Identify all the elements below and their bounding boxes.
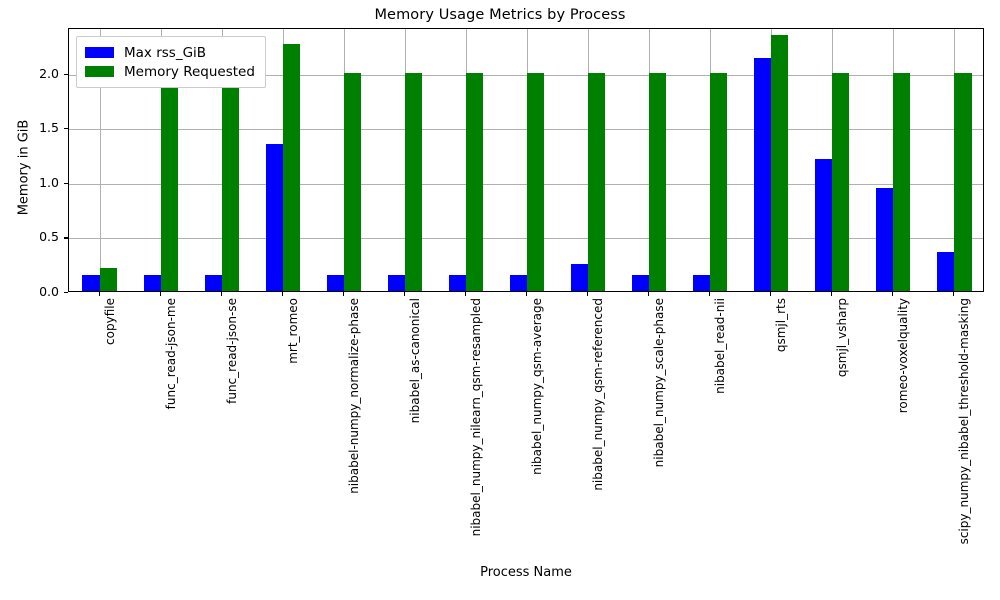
bar-memory-requested — [282, 44, 300, 291]
bar-max-rss — [204, 275, 222, 291]
x-tick-label: nibabel-numpy_normalize-phase — [346, 298, 361, 494]
gridline-horizontal — [69, 238, 983, 240]
bar-memory-requested — [221, 72, 239, 291]
bar-memory-requested — [954, 72, 972, 291]
x-tick-label: func_read-json-me — [163, 298, 178, 410]
bar-memory-requested — [771, 34, 789, 291]
gridline-horizontal — [69, 129, 983, 131]
y-tick-mark — [64, 182, 68, 184]
x-tick-label: nibabel_numpy_qsm-referenced — [591, 298, 606, 491]
bar-max-rss — [326, 275, 344, 291]
bar-memory-requested — [343, 72, 361, 291]
bar-memory-requested — [710, 72, 728, 291]
gridline-horizontal — [69, 74, 983, 76]
y-tick-mark — [64, 73, 68, 75]
y-tick-mark — [64, 128, 68, 130]
x-tick-mark — [953, 292, 955, 296]
x-tick-label: nibabel_numpy_nilearn_qsm-resampled — [468, 298, 483, 537]
bar-max-rss — [632, 275, 650, 291]
x-axis-label: Process Name — [480, 565, 572, 580]
x-tick-mark — [343, 292, 345, 296]
plot-area — [68, 28, 984, 292]
bar-max-rss — [143, 275, 161, 291]
bar-max-rss — [876, 188, 894, 291]
bar-memory-requested — [160, 72, 178, 291]
bar-max-rss — [815, 159, 833, 291]
bars-layer — [69, 29, 983, 291]
y-tick-mark — [64, 292, 68, 294]
legend-swatch-max-rss — [85, 47, 114, 58]
x-tick-label: nibabel_numpy_scale-phase — [652, 298, 667, 468]
x-tick-label: scipy_numpy_nibabel_threshold-masking — [957, 298, 972, 545]
x-tick-mark — [648, 292, 650, 296]
x-tick-mark — [465, 292, 467, 296]
x-tick-label: mrt_romeo — [285, 298, 300, 364]
bar-max-rss — [82, 275, 100, 291]
bar-max-rss — [509, 275, 527, 291]
chart-title: Memory Usage Metrics by Process — [374, 7, 626, 23]
x-tick-mark — [99, 292, 101, 296]
bar-memory-requested — [404, 72, 422, 291]
x-tick-label: nibabel_numpy_qsm-average — [530, 298, 544, 475]
x-tick-mark — [587, 292, 589, 296]
x-tick-label: nibabel_read-nii — [713, 298, 728, 394]
bar-memory-requested — [99, 268, 117, 291]
x-tick-mark — [160, 292, 162, 296]
legend-label: Memory Requested — [124, 63, 255, 80]
legend-swatch-memory-requested — [85, 66, 114, 77]
legend: Max rss_GiB Memory Requested — [76, 36, 266, 88]
x-tick-mark — [221, 292, 223, 296]
bar-memory-requested — [832, 72, 850, 291]
gridline-vertical — [100, 29, 101, 291]
bar-max-rss — [570, 263, 589, 291]
x-tick-mark — [831, 292, 833, 296]
y-tick-label: 1.5 — [39, 120, 59, 136]
bar-max-rss — [754, 57, 772, 291]
y-tick-label: 2.0 — [39, 65, 59, 81]
x-tick-label: nibabel_as-canonical — [407, 298, 422, 424]
gridline-horizontal — [69, 183, 983, 185]
bar-memory-requested — [527, 72, 545, 291]
legend-item: Memory Requested — [85, 62, 255, 81]
x-tick-label: qsmjl_vsharp — [835, 298, 850, 378]
x-tick-label: romeo-voxelquality — [896, 298, 911, 414]
y-tick-label: 0.0 — [39, 284, 59, 299]
x-tick-mark — [709, 292, 711, 296]
legend-item: Max rss_GiB — [85, 43, 255, 62]
bar-memory-requested — [893, 72, 911, 291]
x-tick-label: qsmjl_rts — [774, 298, 789, 353]
x-tick-label: func_read-json-se — [224, 298, 239, 404]
bar-max-rss — [693, 275, 711, 291]
bar-memory-requested — [588, 72, 606, 291]
bar-max-rss — [448, 275, 466, 291]
legend-label: Max rss_GiB — [124, 44, 207, 61]
y-tick-label: 0.5 — [39, 229, 59, 245]
x-tick-mark — [526, 292, 528, 296]
y-tick-mark — [64, 237, 68, 239]
bar-max-rss — [387, 275, 405, 291]
x-tick-mark — [404, 292, 406, 296]
x-tick-label: copyfile — [102, 298, 117, 345]
bar-memory-requested — [465, 72, 484, 291]
bar-max-rss — [265, 143, 283, 291]
bar-max-rss — [937, 252, 955, 291]
x-tick-mark — [282, 292, 284, 296]
bar-memory-requested — [649, 72, 667, 291]
y-tick-label: 1.0 — [39, 174, 59, 190]
y-axis-label: Memory in GiB — [16, 119, 32, 216]
x-tick-mark — [892, 292, 894, 296]
x-tick-mark — [770, 292, 772, 296]
